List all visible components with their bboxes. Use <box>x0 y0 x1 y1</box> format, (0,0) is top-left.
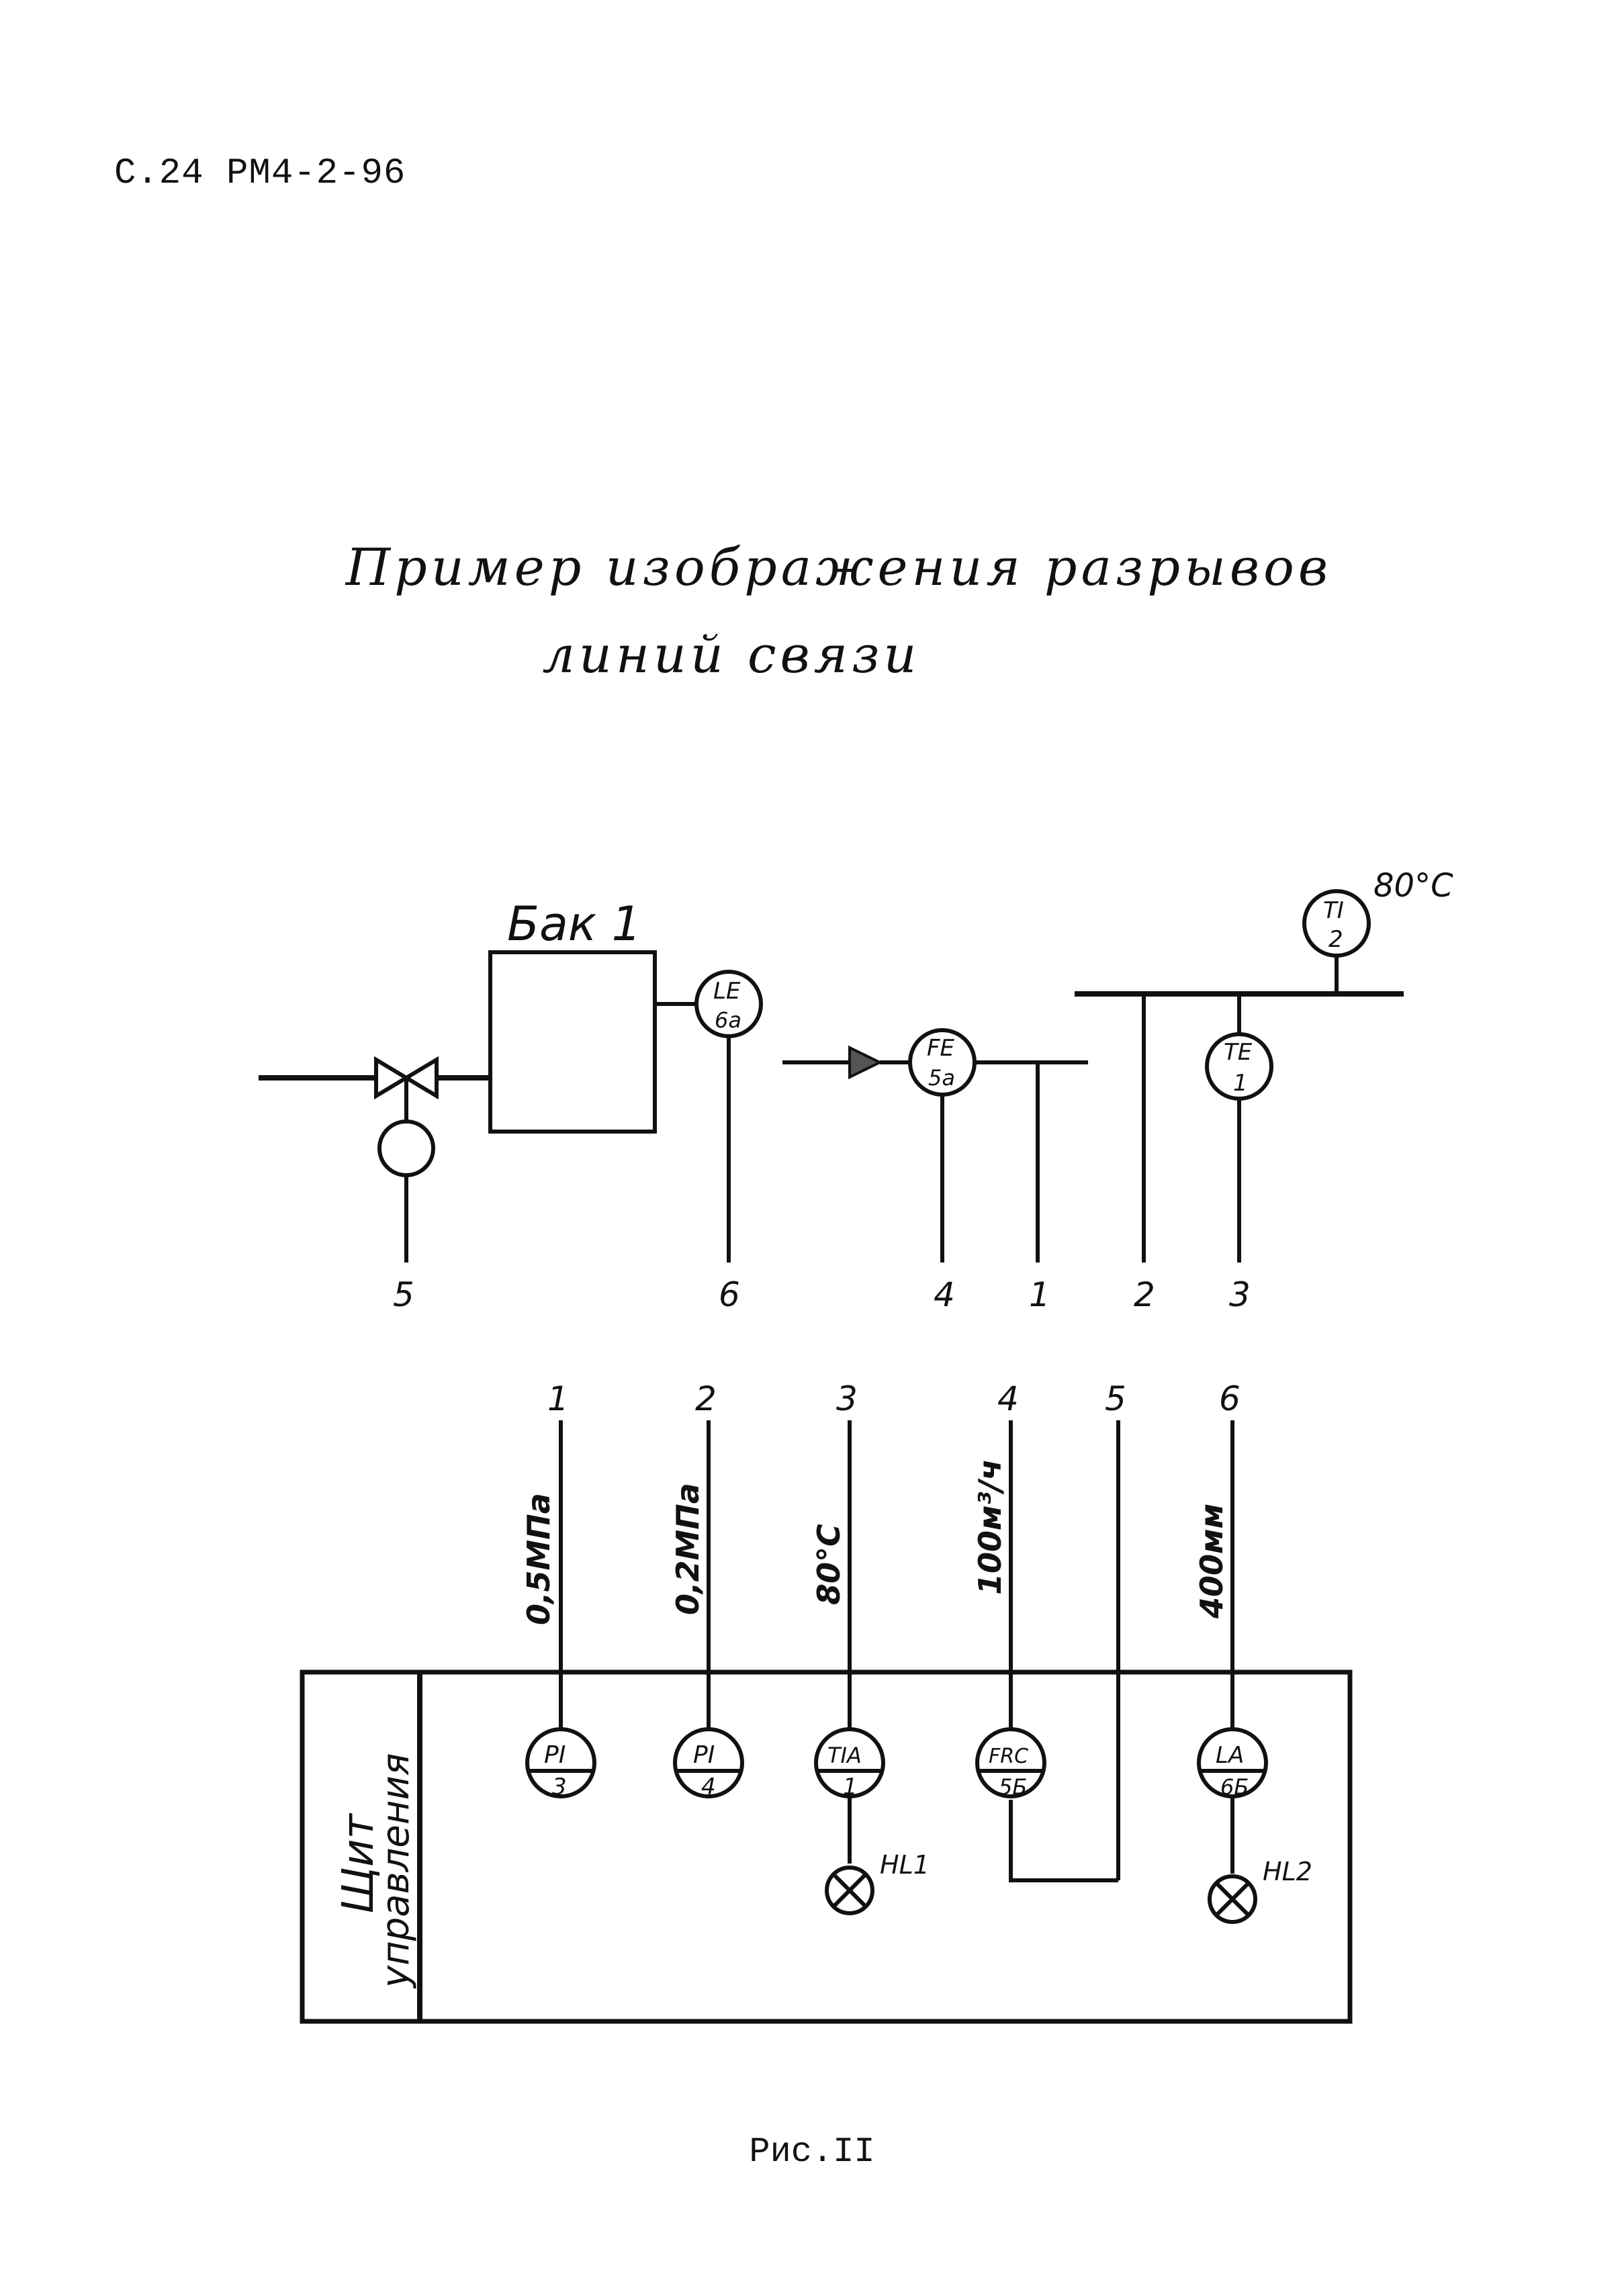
svg-text:100м³/ч: 100м³/ч <box>972 1459 1008 1595</box>
valve-actuator-icon <box>377 1119 435 1263</box>
svg-text:2: 2 <box>695 1379 717 1418</box>
figure-caption: Рис.II <box>749 2132 875 2172</box>
svg-text:6: 6 <box>719 1275 740 1314</box>
temperature-value: 80°С <box>1373 867 1453 905</box>
panel-label-line-1: Щит <box>334 1813 384 1914</box>
instrument-ti: TI 2 80°С <box>1302 867 1453 994</box>
panel-instrument-frc-5b: FRC 5Б <box>975 1727 1046 1800</box>
svg-text:HL1: HL1 <box>880 1850 930 1880</box>
svg-text:6: 6 <box>1219 1379 1240 1418</box>
svg-text:4: 4 <box>997 1379 1019 1418</box>
svg-text:PI: PI <box>693 1741 715 1769</box>
svg-text:5: 5 <box>1105 1379 1126 1418</box>
svg-text:1: 1 <box>843 1774 858 1800</box>
svg-text:LE: LE <box>713 978 741 1005</box>
svg-text:FE: FE <box>927 1035 955 1062</box>
tank-box <box>488 950 657 1134</box>
svg-text:0,2МПа: 0,2МПа <box>670 1483 706 1615</box>
svg-text:2: 2 <box>1134 1275 1155 1314</box>
svg-text:5а: 5а <box>928 1065 955 1091</box>
document-code: С.24 РМ4-2-96 <box>114 153 406 194</box>
field-line-numbers: 5 6 4 1 2 3 <box>393 1275 1251 1314</box>
panel-instrument-pi-3: PI 3 <box>525 1727 596 1800</box>
svg-text:TI: TI <box>1323 897 1344 924</box>
svg-text:TIA: TIA <box>827 1743 862 1768</box>
svg-text:LA: LA <box>1216 1742 1244 1769</box>
panel-instrument-tia-1: TIA 1 <box>814 1727 885 1864</box>
svg-text:2: 2 <box>1328 926 1343 953</box>
instrument-te: TE 1 <box>1205 994 1273 1263</box>
svg-text:400мм: 400мм <box>1193 1504 1230 1619</box>
svg-text:3: 3 <box>552 1774 567 1800</box>
svg-text:1: 1 <box>1233 1070 1248 1097</box>
panel-signal-lines <box>559 1420 1234 1882</box>
svg-text:5Б: 5Б <box>999 1774 1027 1800</box>
svg-text:5: 5 <box>393 1275 414 1314</box>
signal-lamp-hl1-icon: HL1 <box>825 1850 930 1915</box>
svg-text:6Б: 6Б <box>1220 1774 1249 1800</box>
panel-line-numbers: 1 2 3 4 5 6 <box>547 1379 1240 1418</box>
valve-icon <box>374 1056 439 1121</box>
flow-direction-icon <box>848 1045 883 1080</box>
signal-lamp-hl2-icon: HL2 <box>1208 1857 1312 1924</box>
panel-instrument-pi-4: PI 4 <box>673 1727 744 1800</box>
svg-text:3: 3 <box>836 1379 858 1418</box>
instrument-fe: FE 5а <box>908 1028 1040 1263</box>
svg-text:80°С: 80°С <box>811 1524 847 1605</box>
svg-text:4: 4 <box>934 1275 955 1314</box>
svg-text:HL2: HL2 <box>1263 1857 1312 1886</box>
svg-text:3: 3 <box>1229 1275 1251 1314</box>
panel-label-line-2: управления <box>374 1753 418 1989</box>
svg-text:TE: TE <box>1224 1039 1253 1066</box>
svg-text:6а: 6а <box>715 1007 741 1033</box>
panel-instrument-la-6b: LA 6Б <box>1197 1727 1268 1874</box>
svg-text:FRC: FRC <box>989 1745 1028 1768</box>
svg-text:0,5МПа: 0,5МПа <box>521 1493 557 1625</box>
diagram-title-line-1: Пример изображения разрывов <box>345 537 1333 597</box>
control-panel: Щит управления <box>300 1669 1353 2024</box>
diagram-title-line-2: линий связи <box>542 625 921 684</box>
svg-text:1: 1 <box>547 1379 569 1418</box>
flow-pipe <box>782 1045 1088 1080</box>
svg-text:4: 4 <box>701 1774 716 1800</box>
panel-line-values: 0,5МПа 0,2МПа 80°С 100м³/ч 400мм <box>521 1459 1230 1625</box>
svg-text:PI: PI <box>544 1741 566 1769</box>
instrument-le: LE 6а <box>655 970 763 1263</box>
svg-text:1: 1 <box>1029 1275 1050 1314</box>
tank-label: Бак 1 <box>507 897 641 952</box>
